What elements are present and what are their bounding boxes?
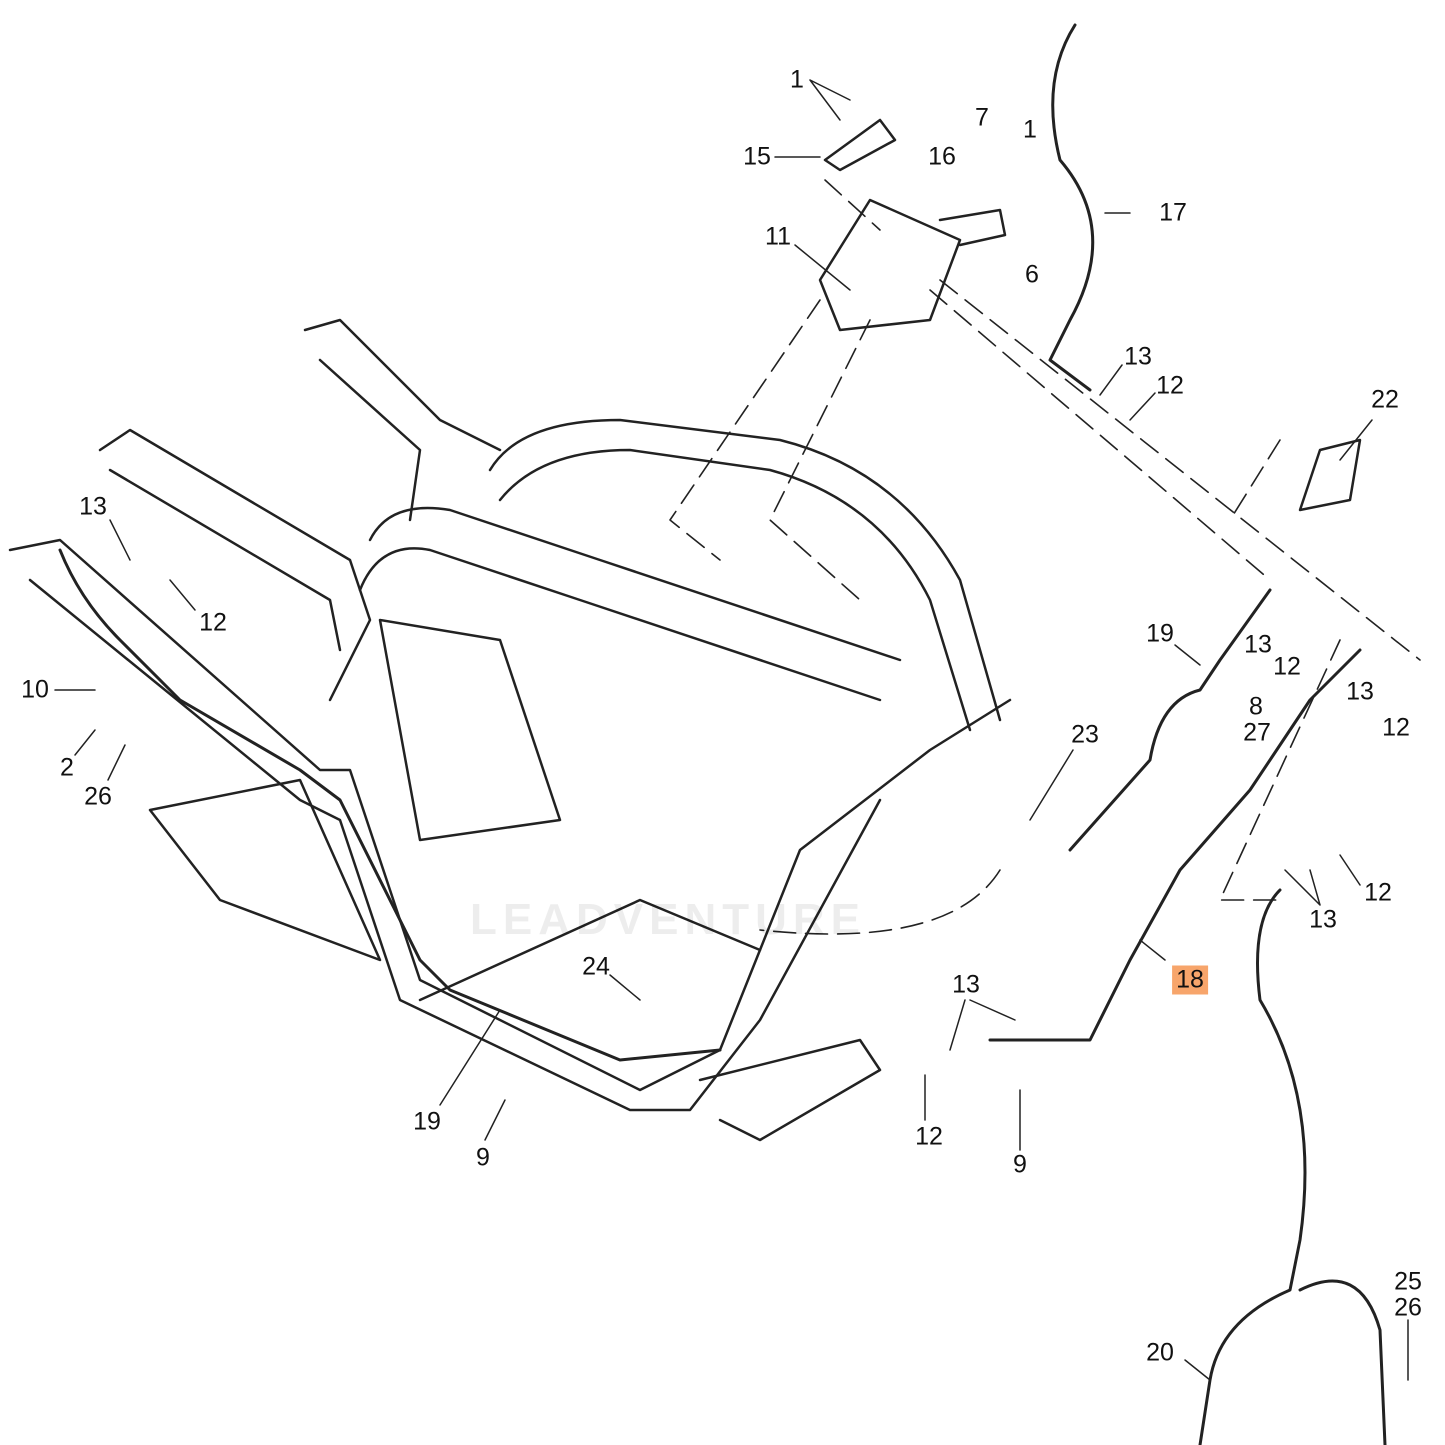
callout-13[interactable]: 13 <box>1124 342 1152 371</box>
callout-23[interactable]: 23 <box>1071 720 1099 749</box>
callout-13[interactable]: 13 <box>1244 630 1272 659</box>
callout-26[interactable]: 26 <box>84 782 112 811</box>
callout-12[interactable]: 12 <box>1273 652 1301 681</box>
callout-11[interactable]: 11 <box>765 222 791 251</box>
callout-8[interactable]: 8 <box>1249 692 1263 721</box>
callout-12[interactable]: 12 <box>1382 713 1410 742</box>
callout-16[interactable]: 16 <box>928 142 956 171</box>
callout-12[interactable]: 12 <box>1364 878 1392 907</box>
frame-outline <box>8 118 1362 1142</box>
callout-19[interactable]: 19 <box>1146 619 1174 648</box>
callout-12[interactable]: 12 <box>915 1122 943 1151</box>
callout-13[interactable]: 13 <box>1309 905 1337 934</box>
callout-26[interactable]: 26 <box>1394 1293 1422 1322</box>
callout-27[interactable]: 27 <box>1243 718 1271 747</box>
callout-18-highlighted[interactable]: 18 <box>1172 965 1208 995</box>
callout-2[interactable]: 2 <box>60 753 74 782</box>
callout-25[interactable]: 25 <box>1394 1267 1422 1296</box>
callout-13[interactable]: 13 <box>952 970 980 999</box>
callout-12[interactable]: 12 <box>199 608 227 637</box>
callout-20[interactable]: 20 <box>1146 1338 1174 1367</box>
callout-6[interactable]: 6 <box>1025 260 1039 289</box>
callout-13[interactable]: 13 <box>1346 677 1374 706</box>
dashed-guides <box>669 179 1421 935</box>
callout-7[interactable]: 7 <box>975 103 989 132</box>
callout-1[interactable]: 1 <box>790 65 804 94</box>
callout-10[interactable]: 10 <box>21 675 49 704</box>
callout-9[interactable]: 9 <box>476 1143 490 1172</box>
callout-19[interactable]: 19 <box>413 1107 441 1136</box>
callout-17[interactable]: 17 <box>1159 198 1187 227</box>
callout-24[interactable]: 24 <box>582 952 610 981</box>
callout-15[interactable]: 15 <box>743 142 771 171</box>
callout-1[interactable]: 1 <box>1023 115 1037 144</box>
watermark: LEADVENTURE <box>470 895 867 944</box>
callout-leaders <box>54 79 1409 1381</box>
callout-9[interactable]: 9 <box>1013 1150 1027 1179</box>
brake-lines <box>58 23 1387 1445</box>
callout-13[interactable]: 13 <box>79 492 107 521</box>
callout-22[interactable]: 22 <box>1371 385 1399 414</box>
callout-12[interactable]: 12 <box>1156 371 1184 400</box>
